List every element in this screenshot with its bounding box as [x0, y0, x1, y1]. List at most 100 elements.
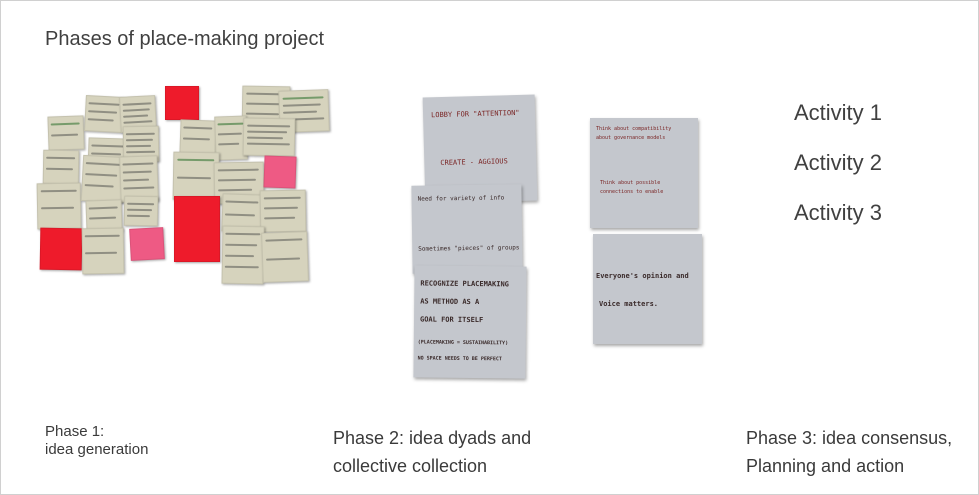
handwriting-scribble — [85, 173, 118, 177]
handwriting-scribble — [217, 168, 259, 172]
handwriting-scribble — [126, 208, 153, 212]
handwriting-scribble — [265, 257, 301, 261]
handwriting-scribble — [245, 102, 283, 106]
handwriting-scribble — [84, 184, 114, 188]
handwriting-scribble — [263, 216, 296, 220]
handwriting-scribble — [50, 122, 80, 126]
phase3-card-2-line: Voice matters. — [599, 300, 659, 308]
phase2-card-1-line: CREATE - AGGIOUS — [440, 157, 508, 168]
handwriting-scribble — [176, 158, 215, 162]
sticky-note — [47, 115, 85, 151]
handwriting-scribble — [225, 265, 260, 269]
handwriting-scribble — [246, 136, 283, 140]
phase2-label-line1: Phase 2: idea dyads and — [333, 428, 532, 448]
phase1-label-line2: idea generation — [45, 441, 149, 458]
sticky-note — [242, 117, 296, 157]
handwriting-scribble — [40, 189, 77, 193]
phase2-card-3-line: RECOGNIZE PLACEMAKING — [420, 279, 509, 289]
handwriting-scribble — [125, 138, 153, 142]
sticky-note — [39, 227, 83, 271]
handwriting-scribble — [247, 124, 291, 128]
handwriting-scribble — [246, 142, 290, 146]
phase2-card-2: Need for variety of info Sometimes "piec… — [411, 184, 523, 274]
activity-1: Activity 1 — [794, 100, 883, 125]
handwriting-scribble — [183, 126, 213, 130]
phase3-card-1-line: about governance models — [596, 135, 666, 141]
handwriting-scribble — [87, 118, 114, 122]
handwriting-scribble — [245, 112, 279, 116]
sticky-note — [81, 227, 125, 275]
handwriting-scribble — [88, 206, 119, 210]
sticky-note — [123, 195, 159, 227]
sticky-note — [129, 227, 165, 261]
handwriting-scribble — [217, 122, 244, 126]
handwriting-scribble — [182, 137, 210, 141]
handwriting-scribble — [123, 186, 155, 190]
sticky-note — [42, 149, 80, 185]
handwriting-scribble — [123, 120, 153, 124]
phase3-card-1-line: Think about compatibility — [596, 126, 672, 132]
phase1-label: Phase 1: idea generation — [45, 423, 148, 459]
handwriting-scribble — [225, 232, 261, 236]
handwriting-scribble — [122, 102, 152, 106]
handwriting-scribble — [282, 103, 321, 107]
phase3-card-1-line: connections to enable — [600, 189, 664, 195]
phase2-card-3-line: AS METHOD AS A — [420, 297, 480, 307]
phase3-card-2: Everyone's opinion and Voice matters. — [593, 234, 702, 344]
phase3-card-1: Think about compatibility about governan… — [590, 118, 698, 228]
phase3-label-line2: Planning and action — [746, 456, 905, 476]
phase2-card-3: RECOGNIZE PLACEMAKING AS METHOD AS A GOA… — [413, 265, 527, 379]
handwriting-scribble — [91, 144, 125, 148]
handwriting-scribble — [225, 213, 256, 217]
handwriting-scribble — [176, 176, 212, 180]
handwriting-scribble — [88, 110, 117, 114]
handwriting-scribble — [88, 102, 120, 106]
handwriting-scribble — [126, 150, 156, 154]
handwriting-scribble — [247, 130, 287, 134]
sticky-note — [221, 225, 265, 285]
handwriting-scribble — [122, 162, 154, 166]
handwriting-scribble — [265, 238, 303, 242]
sticky-note — [172, 151, 220, 201]
handwriting-scribble — [217, 188, 253, 192]
handwriting-scribble — [45, 167, 73, 171]
sticky-note — [179, 119, 217, 155]
handwriting-scribble — [40, 206, 74, 210]
sticky-note — [84, 95, 124, 133]
handwriting-scribble — [85, 251, 118, 255]
sticky-note — [36, 182, 82, 230]
handwriting-scribble — [86, 162, 121, 166]
handwriting-scribble — [225, 254, 255, 258]
handwriting-scribble — [85, 234, 120, 238]
handwriting-scribble — [126, 214, 150, 218]
handwriting-scribble — [225, 200, 259, 204]
handwriting-scribble — [263, 206, 299, 210]
handwriting-scribble — [122, 170, 152, 174]
activity-2: Activity 2 — [794, 150, 883, 175]
handwriting-scribble — [263, 196, 302, 200]
handwriting-scribble — [217, 132, 242, 136]
sticky-note — [165, 86, 199, 120]
handwriting-scribble — [282, 110, 318, 114]
handwriting-scribble — [217, 178, 256, 182]
handwriting-scribble — [125, 132, 156, 136]
phase2-card-1-line: LOBBY FOR "ATTENTION" — [430, 108, 520, 120]
phase2-card-3-line: (PLACEMAKING = SUSTAINABILITY) — [417, 339, 509, 347]
phase1-label-line1: Phase 1: — [45, 423, 105, 440]
handwriting-scribble — [126, 144, 151, 148]
handwriting-scribble — [282, 96, 324, 100]
handwriting-scribble — [89, 216, 117, 220]
sticky-note — [261, 231, 309, 283]
handwriting-scribble — [217, 142, 240, 146]
phase2-card-3-line: GOAL FOR ITSELF — [419, 315, 484, 325]
phase2-card-2-line: Sometimes "pieces" of groups — [418, 244, 520, 253]
handwriting-scribble — [225, 243, 258, 247]
sticky-note — [174, 196, 220, 262]
phase3-card-2-line: Everyone's opinion and — [596, 272, 689, 280]
phase2-card-2-line: Need for variety of info — [417, 194, 505, 203]
phase2-label: Phase 2: idea dyads and collective colle… — [333, 424, 531, 480]
handwriting-scribble — [127, 202, 155, 206]
sticky-note — [259, 189, 307, 233]
handwriting-scribble — [123, 114, 148, 118]
sticky-note — [263, 155, 297, 189]
